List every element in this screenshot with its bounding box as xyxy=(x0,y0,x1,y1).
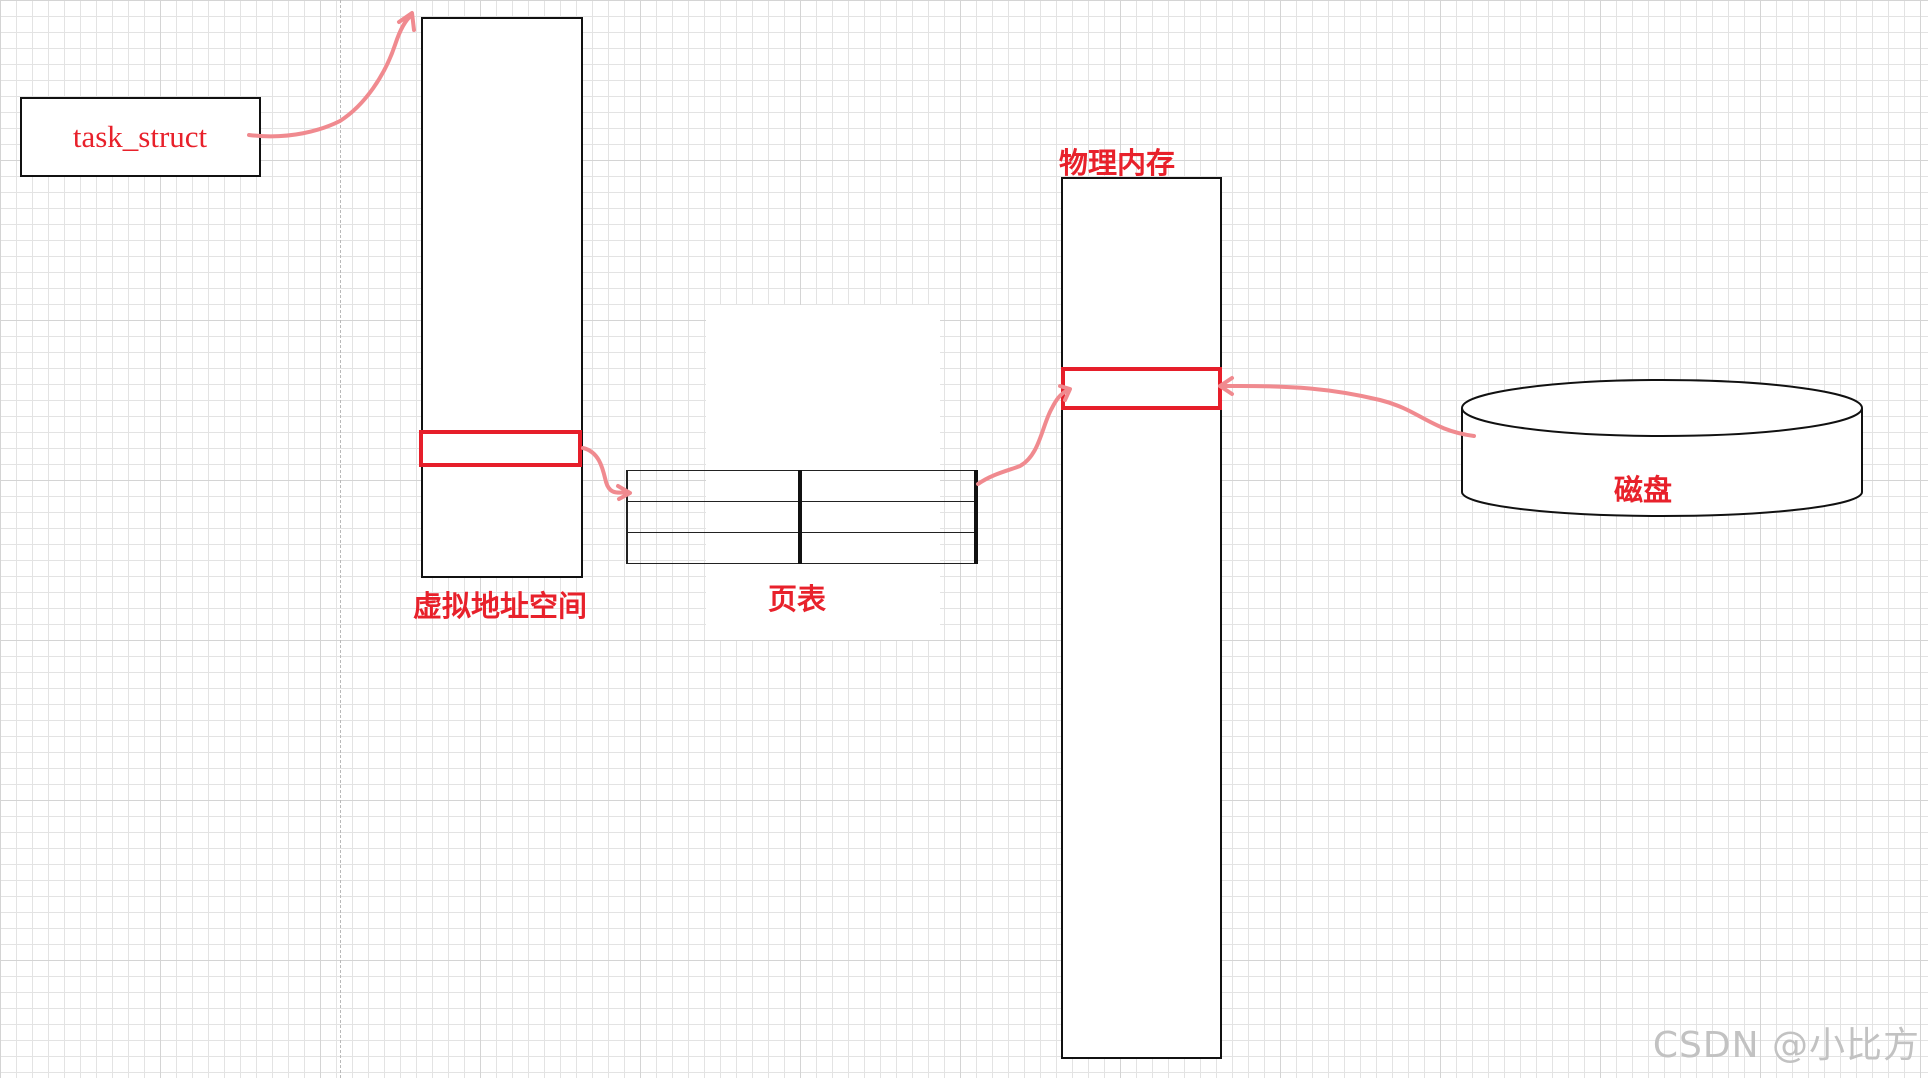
arrow-disk-to-physical xyxy=(1218,384,1476,438)
task-struct-box[interactable] xyxy=(20,97,261,177)
page-table-divider xyxy=(798,470,802,564)
page-table-label: 页表 xyxy=(768,582,827,616)
csdn-watermark: CSDN @小比方 xyxy=(1652,1025,1920,1066)
page-table-backdrop xyxy=(706,305,940,640)
arrow-task-to-vas xyxy=(247,13,414,139)
physical-memory-box[interactable] xyxy=(1061,177,1222,1059)
page-table-row xyxy=(626,470,978,471)
disk-label: 磁盘 xyxy=(1614,473,1673,507)
arrowhead-task-to-vas xyxy=(397,11,416,32)
page-table-left-edge xyxy=(626,470,628,564)
physical-memory-label: 物理内存 xyxy=(1059,146,1176,180)
dashed-guide-line xyxy=(340,0,341,1078)
virtual-address-space-label: 虚拟地址空间 xyxy=(413,589,588,623)
arrow-pagetable-to-physical xyxy=(976,388,1070,486)
physical-frame-highlight[interactable] xyxy=(1061,367,1222,410)
task-struct-label: task_struct xyxy=(72,119,208,154)
page-table-right-edge xyxy=(974,470,978,564)
page-table-row xyxy=(626,501,978,502)
page-table-row xyxy=(626,563,978,564)
virtual-address-space-box[interactable] xyxy=(421,17,583,578)
page-table-row xyxy=(626,532,978,533)
page-table[interactable] xyxy=(626,470,978,564)
virtual-page-highlight[interactable] xyxy=(419,430,582,467)
arrow-vas-to-pagetable xyxy=(581,446,630,495)
